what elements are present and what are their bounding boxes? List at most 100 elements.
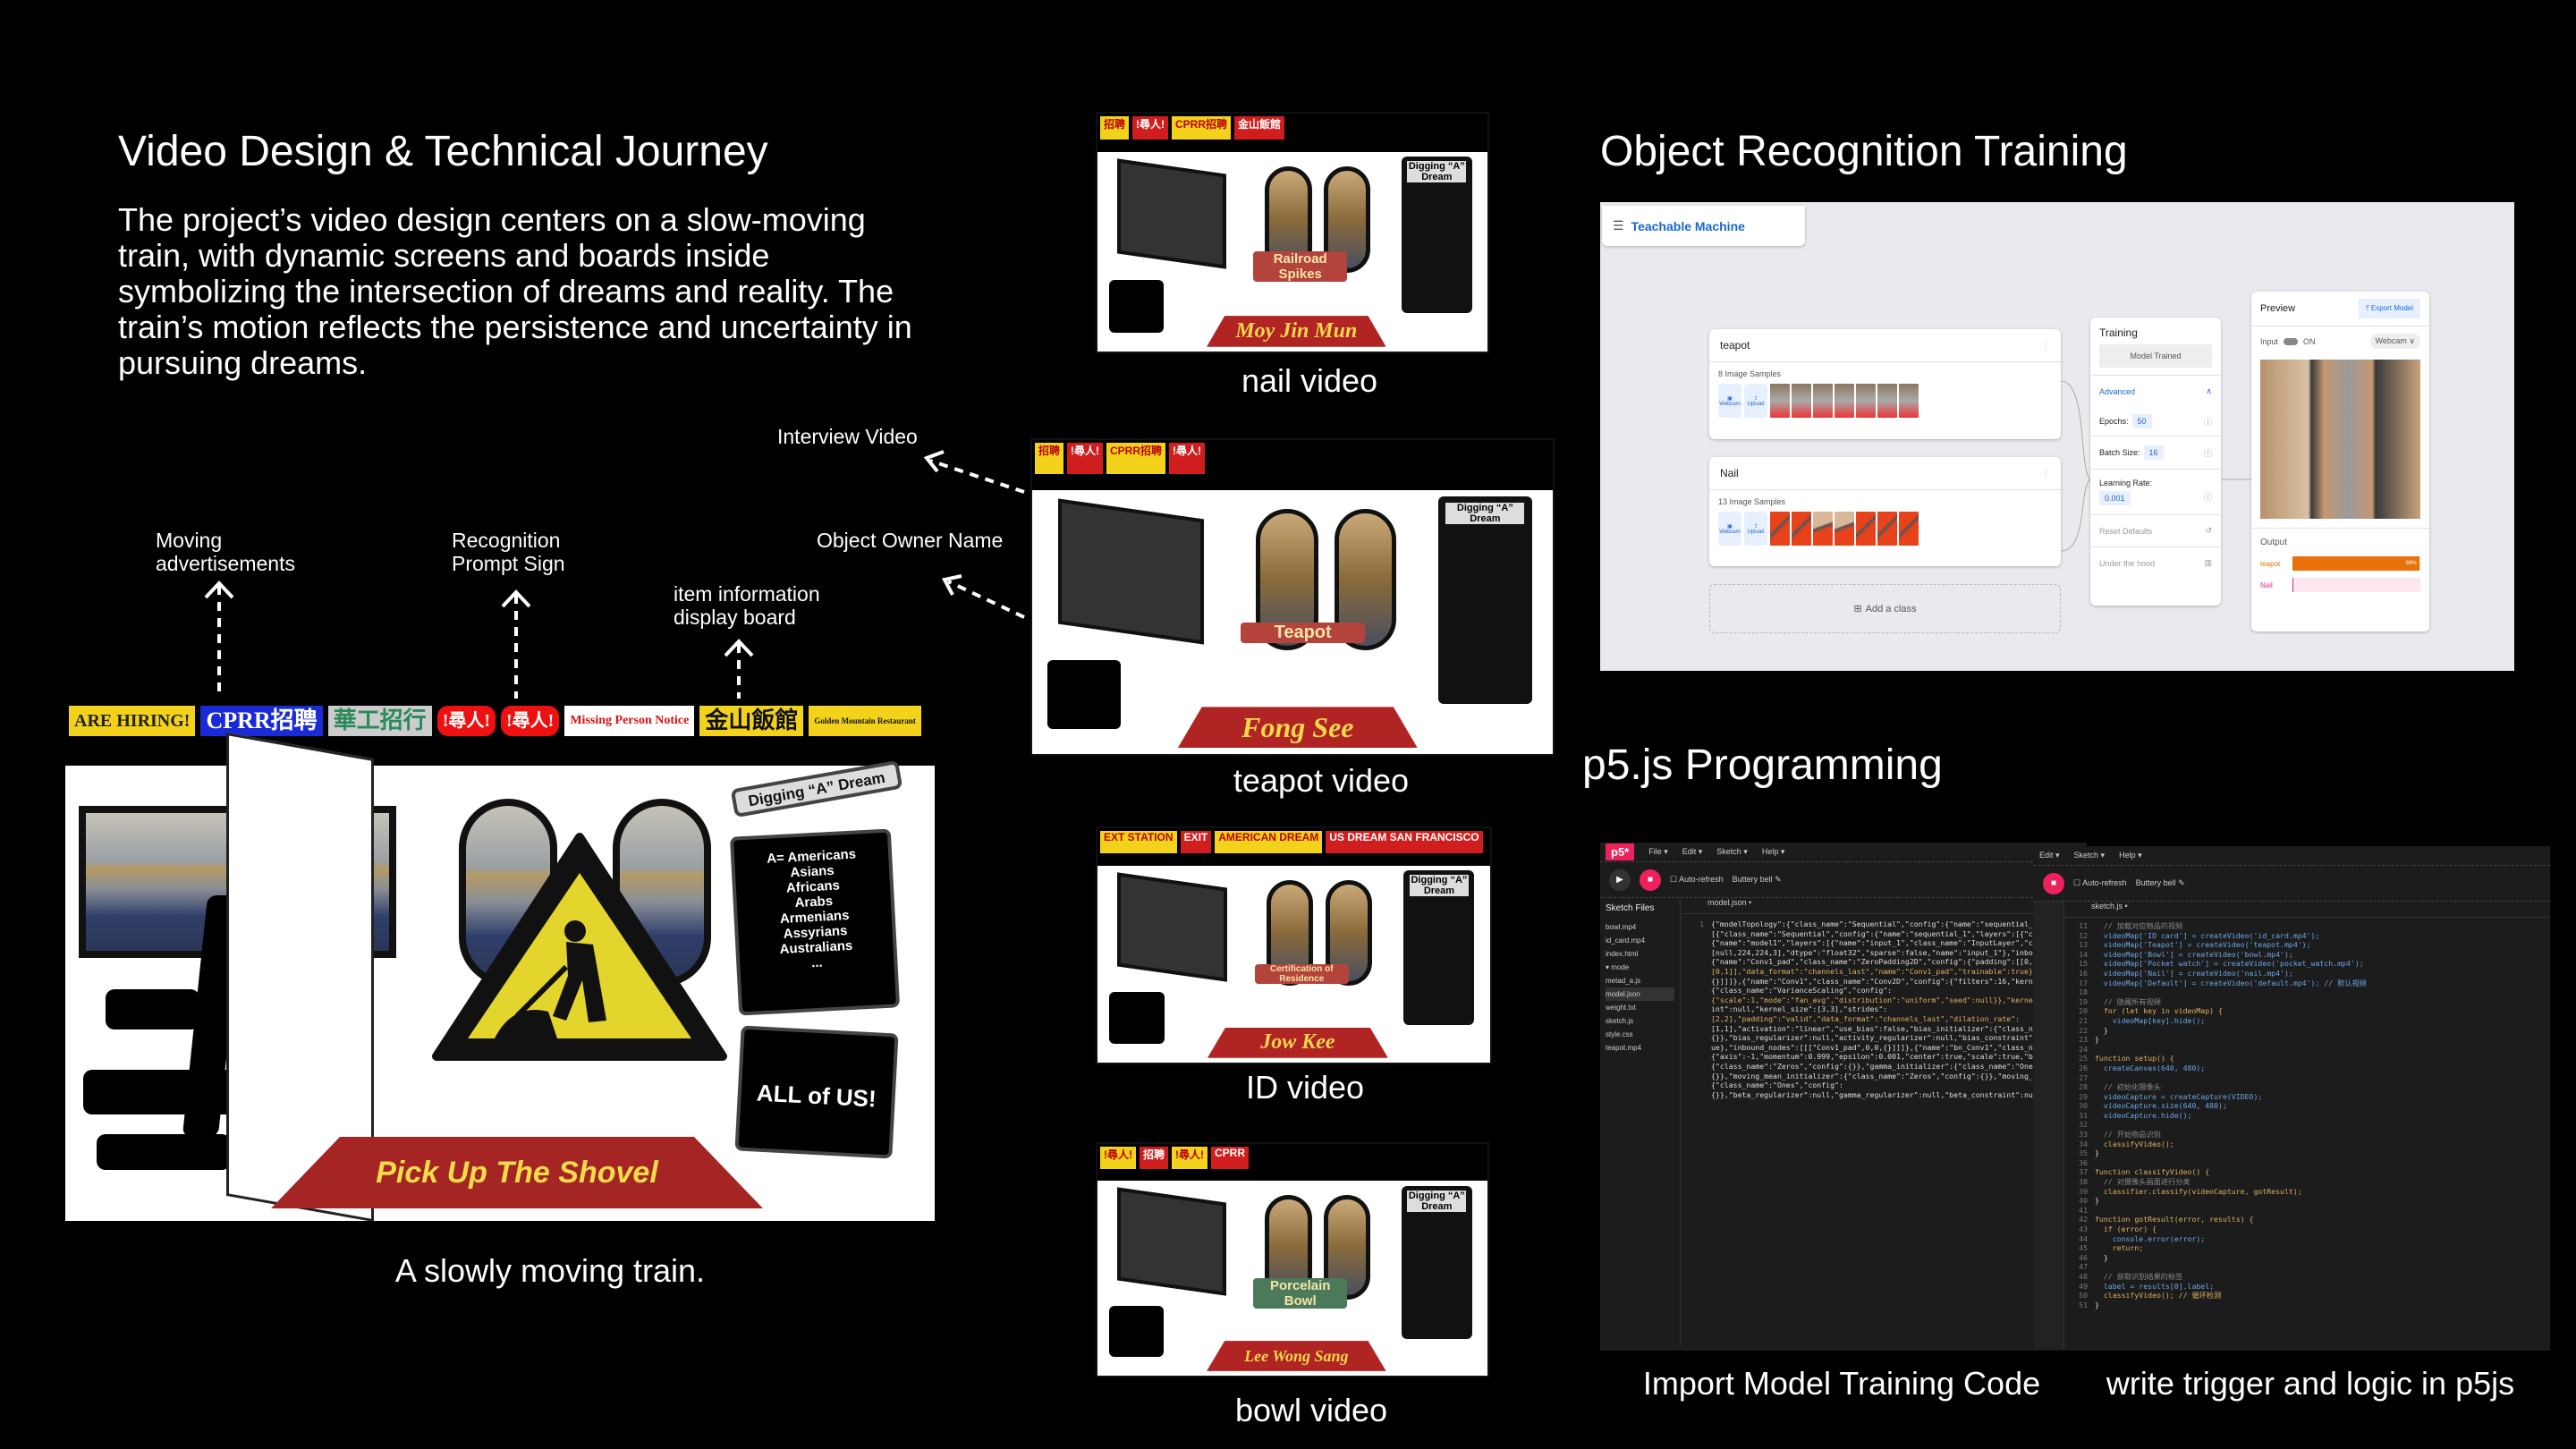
code-text: ue},"inbound_nodes":[[["Conv1_pad",0,0,{… [1711, 1042, 2033, 1052]
code-text: int":null,"kernel_size":[3,3],"strides": [1711, 1004, 1888, 1014]
play-button[interactable]: ▶ [1609, 869, 1631, 891]
input-toggle[interactable] [2284, 337, 2299, 345]
epochs-input[interactable]: 50 [2131, 414, 2152, 428]
ad-chinese: 華工招行 [327, 706, 432, 736]
output-bar-track: 99% [2292, 556, 2420, 571]
file-item[interactable]: index.html [1606, 950, 1639, 958]
line-number: 12 [2079, 930, 2088, 940]
auto-refresh-checkbox[interactable]: ☐ Auto-refresh [2073, 878, 2127, 887]
export-model-button[interactable]: ⤒ Export Model [2359, 299, 2420, 318]
help-icon[interactable]: ⓘ [2203, 417, 2212, 427]
file-item[interactable]: model.json [1606, 987, 1674, 1001]
code-line: 46 } [2068, 1253, 2546, 1263]
code-line: 32 [2068, 1120, 2546, 1130]
webcam-button[interactable]: ▣Webcam [1718, 384, 1741, 418]
file-item[interactable]: weight.txt [1606, 1004, 1636, 1012]
chart-icon: ▥ [2204, 558, 2212, 567]
strip-ad: CPRR [1211, 1147, 1250, 1169]
strip-ad: EXIT [1180, 831, 1212, 854]
code-line: 30 videoCapture.size(640, 480); [2068, 1101, 2546, 1111]
help-icon[interactable]: ⓘ [2203, 492, 2212, 502]
menu-edit[interactable]: Edit ▾ [1682, 847, 1703, 856]
menu-edit[interactable]: Edit ▾ [2039, 851, 2060, 860]
upload-button[interactable]: ⇪Upload [1744, 512, 1767, 546]
video-thumbnail-teapot[interactable]: 招聘!尋人!CPRR招聘!尋人! Teapot Digging “A” Drea… [1030, 438, 1555, 756]
line-number: 18 [2079, 987, 2088, 997]
add-class-button[interactable]: ⊞Add a class [1709, 584, 2061, 633]
code-line: 19 // 隐藏所有视频 [2068, 997, 2546, 1007]
under-the-hood-button[interactable]: Under the hood [2099, 558, 2156, 568]
auto-refresh-checkbox[interactable]: ☐ Auto-refresh [1670, 875, 1724, 884]
code-line: {}},"moving_mean_initializer":{"class_na… [1684, 1072, 2083, 1081]
line-number: 50 [2079, 1291, 2088, 1301]
output-label: Nail [2260, 580, 2273, 589]
annotation-moving-ads: Moving advertisements [156, 529, 295, 575]
advanced-toggle[interactable]: Advanced∧ [2090, 375, 2221, 407]
info-board: Digging “A” Dream [1402, 156, 1472, 314]
video-thumbnail-nail[interactable]: 招聘!尋人!CPRR招聘金山飯館 Railroad Spikes Digging… [1096, 112, 1489, 353]
seat-base [83, 1070, 244, 1114]
stop-button[interactable]: ■ [1640, 869, 1661, 891]
output-label: teapot [2260, 559, 2281, 568]
section-title-p5: p5.js Programming [1582, 741, 1943, 789]
file-item[interactable]: id_card.mp4 [1606, 936, 1646, 945]
menu-help[interactable]: Help ▾ [1761, 847, 1785, 856]
file-item[interactable]: metad_a.js [1606, 977, 1641, 985]
webcam-button[interactable]: ▣Webcam [1718, 512, 1741, 546]
more-icon[interactable]: ⋮ [2041, 340, 2050, 351]
source-select[interactable]: Webcam ∨ [2369, 334, 2420, 349]
code-text: videoCapture = createCapture(VIDEO); [2095, 1091, 2263, 1101]
upload-button[interactable]: ⇪Upload [1744, 384, 1767, 418]
seat-icon [1109, 280, 1165, 333]
sketch-name[interactable]: Buttery bell ✎ [2135, 878, 2185, 887]
file-item[interactable]: sketch.js [1606, 1017, 1634, 1025]
reset-defaults-button[interactable]: Reset Defaults [2099, 526, 2153, 536]
line-number: 14 [2079, 949, 2088, 959]
sample-count: 8 Image Samples [1718, 369, 1782, 378]
file-item[interactable]: bowl.mp4 [1606, 923, 1637, 931]
file-item[interactable]: teapot.mp4 [1606, 1044, 1642, 1052]
code-line: 31 videoCapture.hide(); [2068, 1111, 2546, 1121]
train-illustration: ARE HIRING! CPRR招聘 華工招行 !尋人! !尋人! Missin… [65, 699, 935, 1221]
code-text: videoMap['Bowl'] = createVideo('bowl.mp4… [2095, 949, 2293, 959]
stop-button[interactable]: ■ [2043, 872, 2064, 894]
menu-icon[interactable]: ☰ [1613, 218, 1624, 233]
menu-sketch[interactable]: Sketch ▾ [1716, 847, 1748, 856]
sketch-name[interactable]: Buttery bell ✎ [1732, 875, 1782, 884]
webcam-preview [2260, 360, 2420, 519]
annotation-owner-name: Object Owner Name [817, 529, 1004, 552]
sign-title: Digging “A” Dream [1407, 161, 1467, 183]
menu-sketch[interactable]: Sketch ▾ [2073, 851, 2106, 860]
editor-tab[interactable]: model.json • [1681, 898, 2087, 914]
menu-help[interactable]: Help ▾ [2119, 851, 2142, 860]
code-line: 41 [2068, 1206, 2546, 1216]
more-icon[interactable]: ⋮ [2041, 468, 2050, 479]
class-name[interactable]: teapot [1720, 339, 1750, 352]
line-number: 46 [2079, 1252, 2088, 1262]
strip-ad: 招聘 [1140, 1147, 1169, 1169]
menu-file[interactable]: File ▾ [1648, 847, 1668, 856]
learning-rate-input[interactable]: 0.001 [2099, 491, 2131, 505]
mat-text: Pick Up The Shovel [376, 1155, 658, 1190]
video-thumbnail-bowl[interactable]: !尋人!招聘!尋人!CPRR Porcelain Bowl Digging “A… [1096, 1142, 1489, 1377]
line-number: 31 [2079, 1110, 2088, 1120]
code-text: [1,1],"activation":"linear","use_bias":f… [1711, 1023, 2033, 1033]
code-editor[interactable]: 1{"modelTopology":{"class_name":"Sequent… [1681, 914, 2087, 1105]
help-icon[interactable]: ⓘ [2203, 448, 2212, 458]
section-title-object-recognition: Object Recognition Training [1600, 128, 2128, 175]
upload-icon: ⇪ [1753, 523, 1758, 530]
interview-video-screen [1116, 157, 1226, 269]
train-model-button[interactable]: Model Trained [2099, 344, 2212, 368]
batch-size-select[interactable]: 16 [2143, 445, 2164, 460]
file-item[interactable]: style.css [1606, 1030, 1633, 1038]
editor-tab[interactable]: sketch.js • [2064, 902, 2550, 918]
line-number: 34 [2079, 1139, 2088, 1148]
code-line: 27 [2068, 1073, 2546, 1083]
line-number: 25 [2079, 1054, 2088, 1063]
line-number: 45 [2079, 1243, 2088, 1253]
file-item[interactable]: ▾ mode [1606, 963, 1630, 971]
class-name[interactable]: Nail [1720, 467, 1739, 479]
